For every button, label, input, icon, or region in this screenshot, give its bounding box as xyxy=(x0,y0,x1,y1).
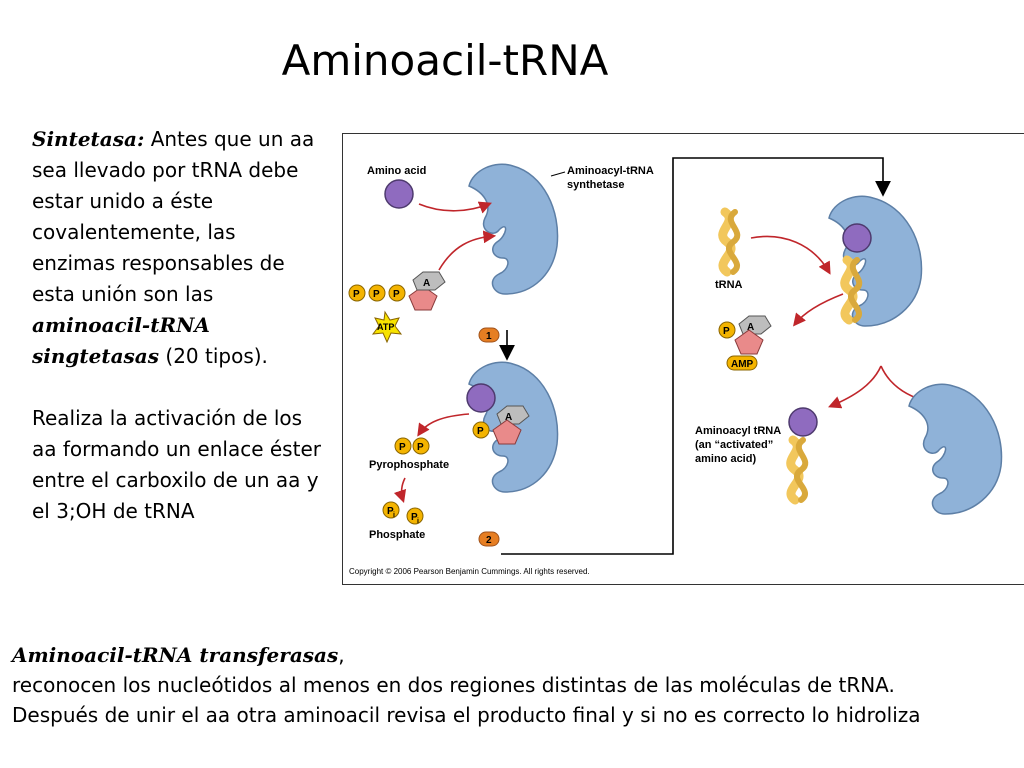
a-label-1: A xyxy=(423,278,430,289)
synthetase-enzyme-1 xyxy=(468,163,559,295)
phosphate-6 xyxy=(412,437,430,455)
aminoacyl-trna-strand-2 xyxy=(794,437,809,503)
phosphate-3 xyxy=(388,284,406,302)
phosphate-1 xyxy=(348,284,366,302)
amp-badge xyxy=(726,355,758,371)
atp-label: ATP xyxy=(377,322,394,332)
p-label-6: P xyxy=(417,442,424,453)
step-connector-line xyxy=(501,157,891,555)
arrow-to-pyrophosphate xyxy=(417,413,470,437)
pyrophosphate-label: Pyrophosphate xyxy=(369,459,449,471)
arrow-release-trna xyxy=(828,365,882,409)
step-1-badge xyxy=(478,327,500,343)
aminoacyl-label-1: Aminoacyl tRNA xyxy=(695,425,781,437)
step-2-badge xyxy=(478,531,500,547)
pi-1 xyxy=(382,501,400,519)
pi-2 xyxy=(406,507,424,525)
transferasas-term: Aminoacil-tRNA transferasas xyxy=(12,643,339,667)
pi-sub-1: i xyxy=(393,512,395,519)
phosphate-5 xyxy=(394,437,412,455)
phosphate-4 xyxy=(472,421,490,439)
ribose-pentagon-2 xyxy=(492,419,522,445)
bottom-text: Aminoacil-tRNA transferasas, reconocen l… xyxy=(12,640,1012,730)
bottom-line-3: Después de unir el aa otra aminoacil rev… xyxy=(12,703,921,727)
intro-paragraph-1: Sintetasa: Antes que un aa sea llevado p… xyxy=(32,124,322,372)
arrow-atp-to-enzyme xyxy=(438,230,497,271)
p-label-2: P xyxy=(373,289,380,300)
bottom-line-2: reconocen los nucleótidos al menos en do… xyxy=(12,673,895,697)
atp-starburst xyxy=(371,310,403,344)
sintetasa-label: Sintetasa: xyxy=(32,127,145,151)
trna-bound-strand-2 xyxy=(848,257,863,323)
adenine-hexagon-3 xyxy=(738,315,772,335)
amino-acid-ball-3 xyxy=(842,223,872,253)
arrow-aa-to-enzyme xyxy=(418,201,492,214)
page-title: Aminoacil-tRNA xyxy=(281,36,609,85)
intro-paragraph-2: Realiza la activación de los aa formando… xyxy=(32,406,321,523)
transferasas-comma: , xyxy=(338,643,345,667)
arrow-to-phosphate xyxy=(393,477,407,504)
amino-acid-label: Amino acid xyxy=(367,165,426,177)
aminoacyl-label-2: (an “activated” xyxy=(695,439,773,451)
ribose-pentagon-3 xyxy=(734,329,764,355)
step-1-label: 1 xyxy=(486,331,492,342)
synthetase-label-1: Aminoacyl-tRNA xyxy=(567,165,654,177)
copyright-text: Copyright © 2006 Pearson Benjamin Cummin… xyxy=(349,567,590,576)
phosphate-label: Phosphate xyxy=(369,529,425,541)
phosphate-2 xyxy=(368,284,386,302)
atp-molecule: P P P A ATP xyxy=(348,271,446,344)
p-label-7: P xyxy=(723,326,730,337)
step-2-label: 2 xyxy=(486,535,492,546)
synthetase-leader xyxy=(550,171,566,177)
p-label-4: P xyxy=(477,426,484,437)
arrow-to-amp xyxy=(793,293,844,327)
aminoacyl-label-3: amino acid) xyxy=(695,453,756,465)
intro-text-2: (20 tipos). xyxy=(165,344,268,368)
intro-text-1: Antes que un aa sea llevado por tRNA deb… xyxy=(32,127,315,306)
adenine-hexagon xyxy=(412,271,446,291)
trna-label: tRNA xyxy=(715,279,743,291)
p-label-1: P xyxy=(353,289,360,300)
amino-acid-ball-4 xyxy=(788,407,818,437)
amino-acid-ball-1 xyxy=(384,179,414,209)
pi-label-1: P xyxy=(387,506,394,517)
arrow-trna-to-enzyme xyxy=(750,235,831,275)
intro-text: Sintetasa: Antes que un aa sea llevado p… xyxy=(32,124,322,527)
a-label-2: A xyxy=(505,412,512,423)
synthetase-label-2: synthetase xyxy=(567,179,624,191)
pi-sub-2: i xyxy=(417,518,419,525)
p-label-3: P xyxy=(393,289,400,300)
p-label-5: P xyxy=(399,442,406,453)
amino-acid-ball-2 xyxy=(466,383,496,413)
synthetase-enzyme-released xyxy=(908,383,1003,515)
figure-svg: Amino acid Aminoacyl-tRNA synthetase P P… xyxy=(348,157,1003,576)
intro-bold-term: aminoacil-tRNA singtetasas xyxy=(32,313,210,368)
bottom-line-1: Aminoacil-tRNA transferasas, xyxy=(12,640,1012,670)
amp-label: AMP xyxy=(731,359,754,370)
a-label-3: A xyxy=(747,322,754,333)
trna-strand-2 xyxy=(726,209,741,275)
trna-free xyxy=(718,207,741,277)
trna-synthetase-figure: Amino acid Aminoacyl-tRNA synthetase P P… xyxy=(342,133,1024,585)
pi-label-2: P xyxy=(411,512,418,523)
phosphate-7 xyxy=(718,321,736,339)
